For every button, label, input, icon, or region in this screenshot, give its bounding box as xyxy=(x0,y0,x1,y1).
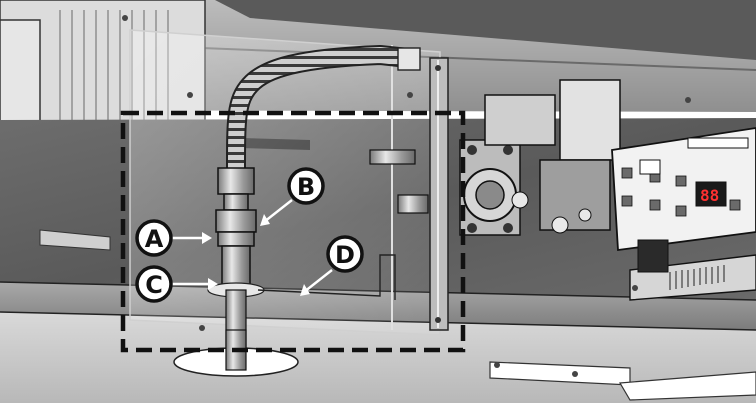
display-readout: 88 xyxy=(700,186,719,205)
gas-fitting xyxy=(173,167,299,377)
screws xyxy=(122,15,691,377)
callout-d: D xyxy=(326,235,364,273)
callout-a-letter: A xyxy=(145,225,164,253)
glass-edge xyxy=(257,254,396,300)
leader-arrowheads xyxy=(202,214,310,296)
callout-c: C xyxy=(135,265,173,303)
gas-valve xyxy=(369,79,621,236)
leader-lines xyxy=(172,199,333,293)
callout-a: A xyxy=(135,219,173,257)
callout-c-letter: C xyxy=(145,271,163,299)
highlight-frame xyxy=(120,110,466,353)
callout-b-letter: B xyxy=(297,173,315,201)
bracket-bar xyxy=(429,57,449,331)
flex-hose xyxy=(226,44,421,180)
callout-d-letter: D xyxy=(335,241,355,269)
callout-b: B xyxy=(287,167,325,205)
control-board: 88 xyxy=(611,127,756,301)
digital-display xyxy=(695,181,727,207)
